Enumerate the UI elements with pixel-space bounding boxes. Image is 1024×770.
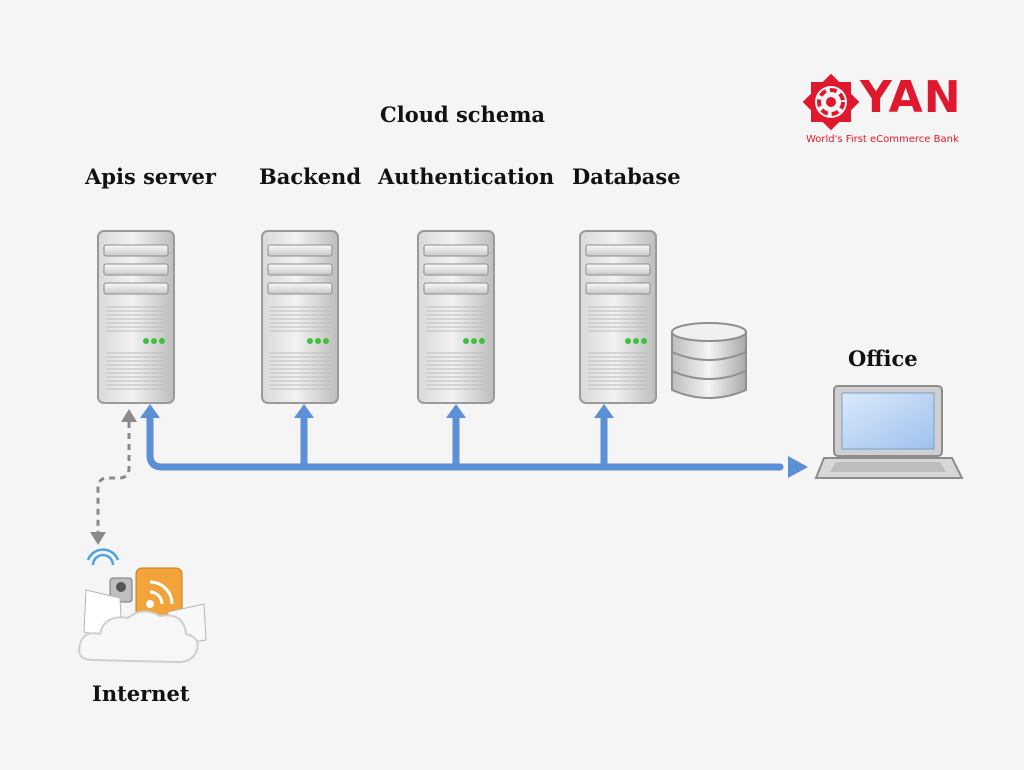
internet-cloud-icon bbox=[78, 548, 207, 664]
database-label: Database bbox=[572, 164, 681, 189]
brand-name: YAN bbox=[860, 72, 962, 123]
backend-label: Backend bbox=[259, 164, 362, 189]
backend-server-icon bbox=[261, 230, 339, 404]
brand-logo: YAN World's First eCommerce Bank bbox=[806, 72, 976, 150]
office-label: Office bbox=[848, 346, 918, 371]
laptop-icon bbox=[814, 385, 964, 479]
internet-label: Internet bbox=[92, 681, 190, 706]
database-server-icon bbox=[579, 230, 657, 404]
connection-bus bbox=[146, 411, 784, 471]
apis-server-label: Apis server bbox=[85, 164, 216, 189]
brand-tagline: World's First eCommerce Bank bbox=[806, 134, 959, 145]
authentication-server-icon bbox=[417, 230, 495, 404]
database-icon bbox=[671, 322, 747, 399]
internet-dashed-link bbox=[90, 409, 137, 545]
apis-server-icon bbox=[97, 230, 175, 404]
yan-logo-icon bbox=[802, 73, 860, 131]
connection-arrowheads bbox=[140, 404, 808, 478]
diagram-title: Cloud schema bbox=[380, 102, 546, 127]
authentication-label: Authentication bbox=[378, 164, 555, 189]
